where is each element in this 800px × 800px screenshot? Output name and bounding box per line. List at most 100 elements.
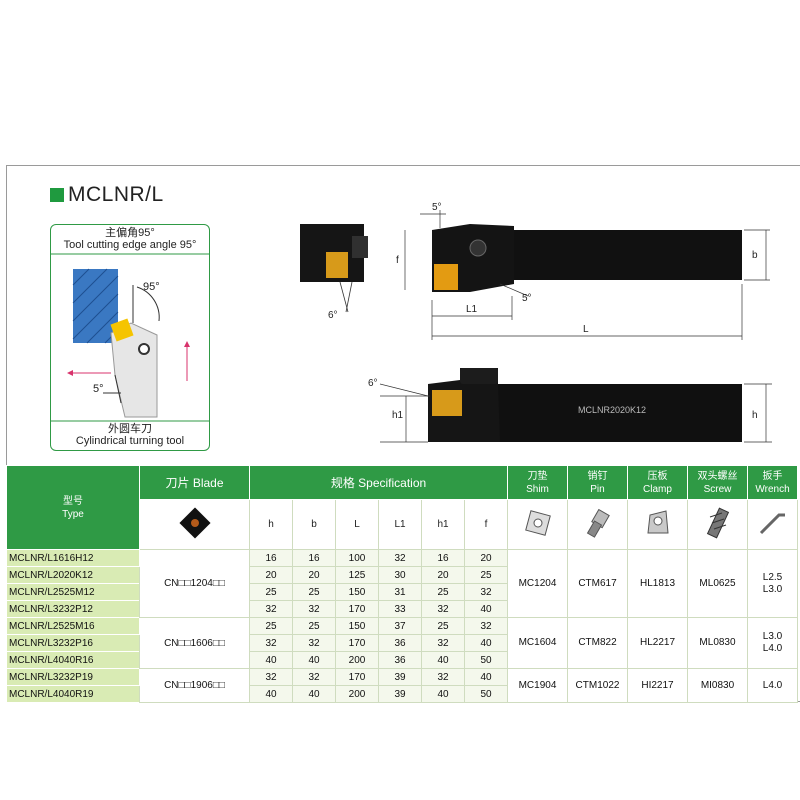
angle-en-title: Tool cutting edge angle 95° (63, 239, 197, 251)
spec-value-cell: 33 (378, 600, 422, 618)
top-view-insert (434, 264, 458, 290)
clamp-icon (646, 510, 669, 534)
type-cell: MCLNR/L4040R16 (6, 651, 140, 669)
spec-col-h1: h1 (421, 499, 465, 550)
spec-value-cell: 40 (421, 685, 465, 703)
pin-part-cell: CTM617 (567, 549, 628, 618)
spec-value-cell: 25 (421, 583, 465, 601)
spec-col-l: L (335, 499, 379, 550)
wrench-icon (759, 513, 785, 535)
spec-col-f: f (464, 499, 508, 550)
turning-cn-caption: 外圆车刀 (108, 423, 152, 435)
section-heading: MCLNR/L (50, 183, 164, 207)
spec-value-cell: 125 (335, 566, 379, 584)
spec-value-cell: 32 (292, 600, 336, 618)
screw-part-cell: MI0830 (687, 668, 748, 703)
blade-cell: CN□□1606□□ (139, 617, 250, 669)
spec-value-cell: 20 (249, 566, 293, 584)
spec-value-cell: 16 (421, 549, 465, 567)
spec-value-cell: 50 (464, 651, 508, 669)
type-cell: MCLNR/L2020K12 (6, 566, 140, 584)
dim-l-label: L (583, 324, 589, 335)
wrench-part-cell: L2.5 L3.0 (747, 549, 798, 618)
spec-value-cell: 20 (292, 566, 336, 584)
type-cell: MCLNR/L3232P19 (6, 668, 140, 686)
spec-value-cell: 25 (292, 583, 336, 601)
cutting-angle-diagram (51, 253, 209, 422)
spec-value-cell: 40 (292, 651, 336, 669)
angle-95-label: 95° (143, 281, 160, 293)
spec-value-cell: 25 (292, 617, 336, 635)
pin-part-cell: CTM1022 (567, 668, 628, 703)
spec-value-cell: 40 (464, 668, 508, 686)
spec-value-cell: 31 (378, 583, 422, 601)
blade-header: 刀片 Blade (139, 465, 250, 500)
pin-icon-cell (567, 499, 628, 550)
dim-h-label: h (752, 410, 758, 421)
spec-header: 规格 Specification (249, 465, 508, 500)
spec-value-cell: 40 (292, 685, 336, 703)
type-cell: MCLNR/L1616H12 (6, 549, 140, 567)
spec-value-cell: 25 (249, 583, 293, 601)
spec-value-cell: 32 (249, 668, 293, 686)
side-angle-label: 5° (522, 293, 532, 304)
type-cell: MCLNR/L3232P12 (6, 600, 140, 618)
spec-value-cell: 32 (421, 600, 465, 618)
spec-value-cell: 170 (335, 600, 379, 618)
spec-value-cell: 32 (249, 600, 293, 618)
spec-value-cell: 39 (378, 668, 422, 686)
shim-icon (524, 510, 551, 536)
wrench-part-cell: L4.0 (747, 668, 798, 703)
shim-part-cell: MC1604 (507, 617, 568, 669)
spec-value-cell: 150 (335, 583, 379, 601)
wrench-part-cell: L3.0 L4.0 (747, 617, 798, 669)
side-view-insert (432, 390, 462, 416)
screw-icon-cell (687, 499, 748, 550)
dim-f-label: f (396, 255, 399, 266)
spec-value-cell: 40 (249, 685, 293, 703)
section-title: MCLNR/L (68, 183, 164, 206)
shim-part-cell: MC1204 (507, 549, 568, 618)
spec-value-cell: 150 (335, 617, 379, 635)
spec-value-cell: 36 (378, 634, 422, 652)
spec-col-b: b (292, 499, 336, 550)
spec-value-cell: 170 (335, 634, 379, 652)
dim-b-label: b (752, 250, 758, 261)
spec-value-cell: 32 (292, 634, 336, 652)
top-angle-label: 5° (432, 202, 442, 213)
insert-icon (178, 507, 211, 539)
blade-cell: CN□□1906□□ (139, 668, 250, 703)
type-cell: MCLNR/L2525M16 (6, 617, 140, 635)
type-cell: MCLNR/L3232P16 (6, 634, 140, 652)
spec-value-cell: 200 (335, 651, 379, 669)
spec-value-cell: 32 (421, 634, 465, 652)
shim-part-cell: MC1904 (507, 668, 568, 703)
pin-part-cell: CTM822 (567, 617, 628, 669)
screw-part-cell: ML0830 (687, 617, 748, 669)
spec-value-cell: 32 (421, 668, 465, 686)
screw-part-cell: ML0625 (687, 549, 748, 618)
spec-value-cell: 16 (292, 549, 336, 567)
holder-marking: MCLNR2020K12 (578, 405, 647, 415)
spec-value-cell: 32 (378, 549, 422, 567)
screw-icon (706, 507, 729, 539)
pin-icon (586, 508, 610, 538)
spec-value-cell: 32 (464, 617, 508, 635)
spec-value-cell: 40 (249, 651, 293, 669)
spec-value-cell: 39 (378, 685, 422, 703)
spec-value-cell: 40 (464, 634, 508, 652)
